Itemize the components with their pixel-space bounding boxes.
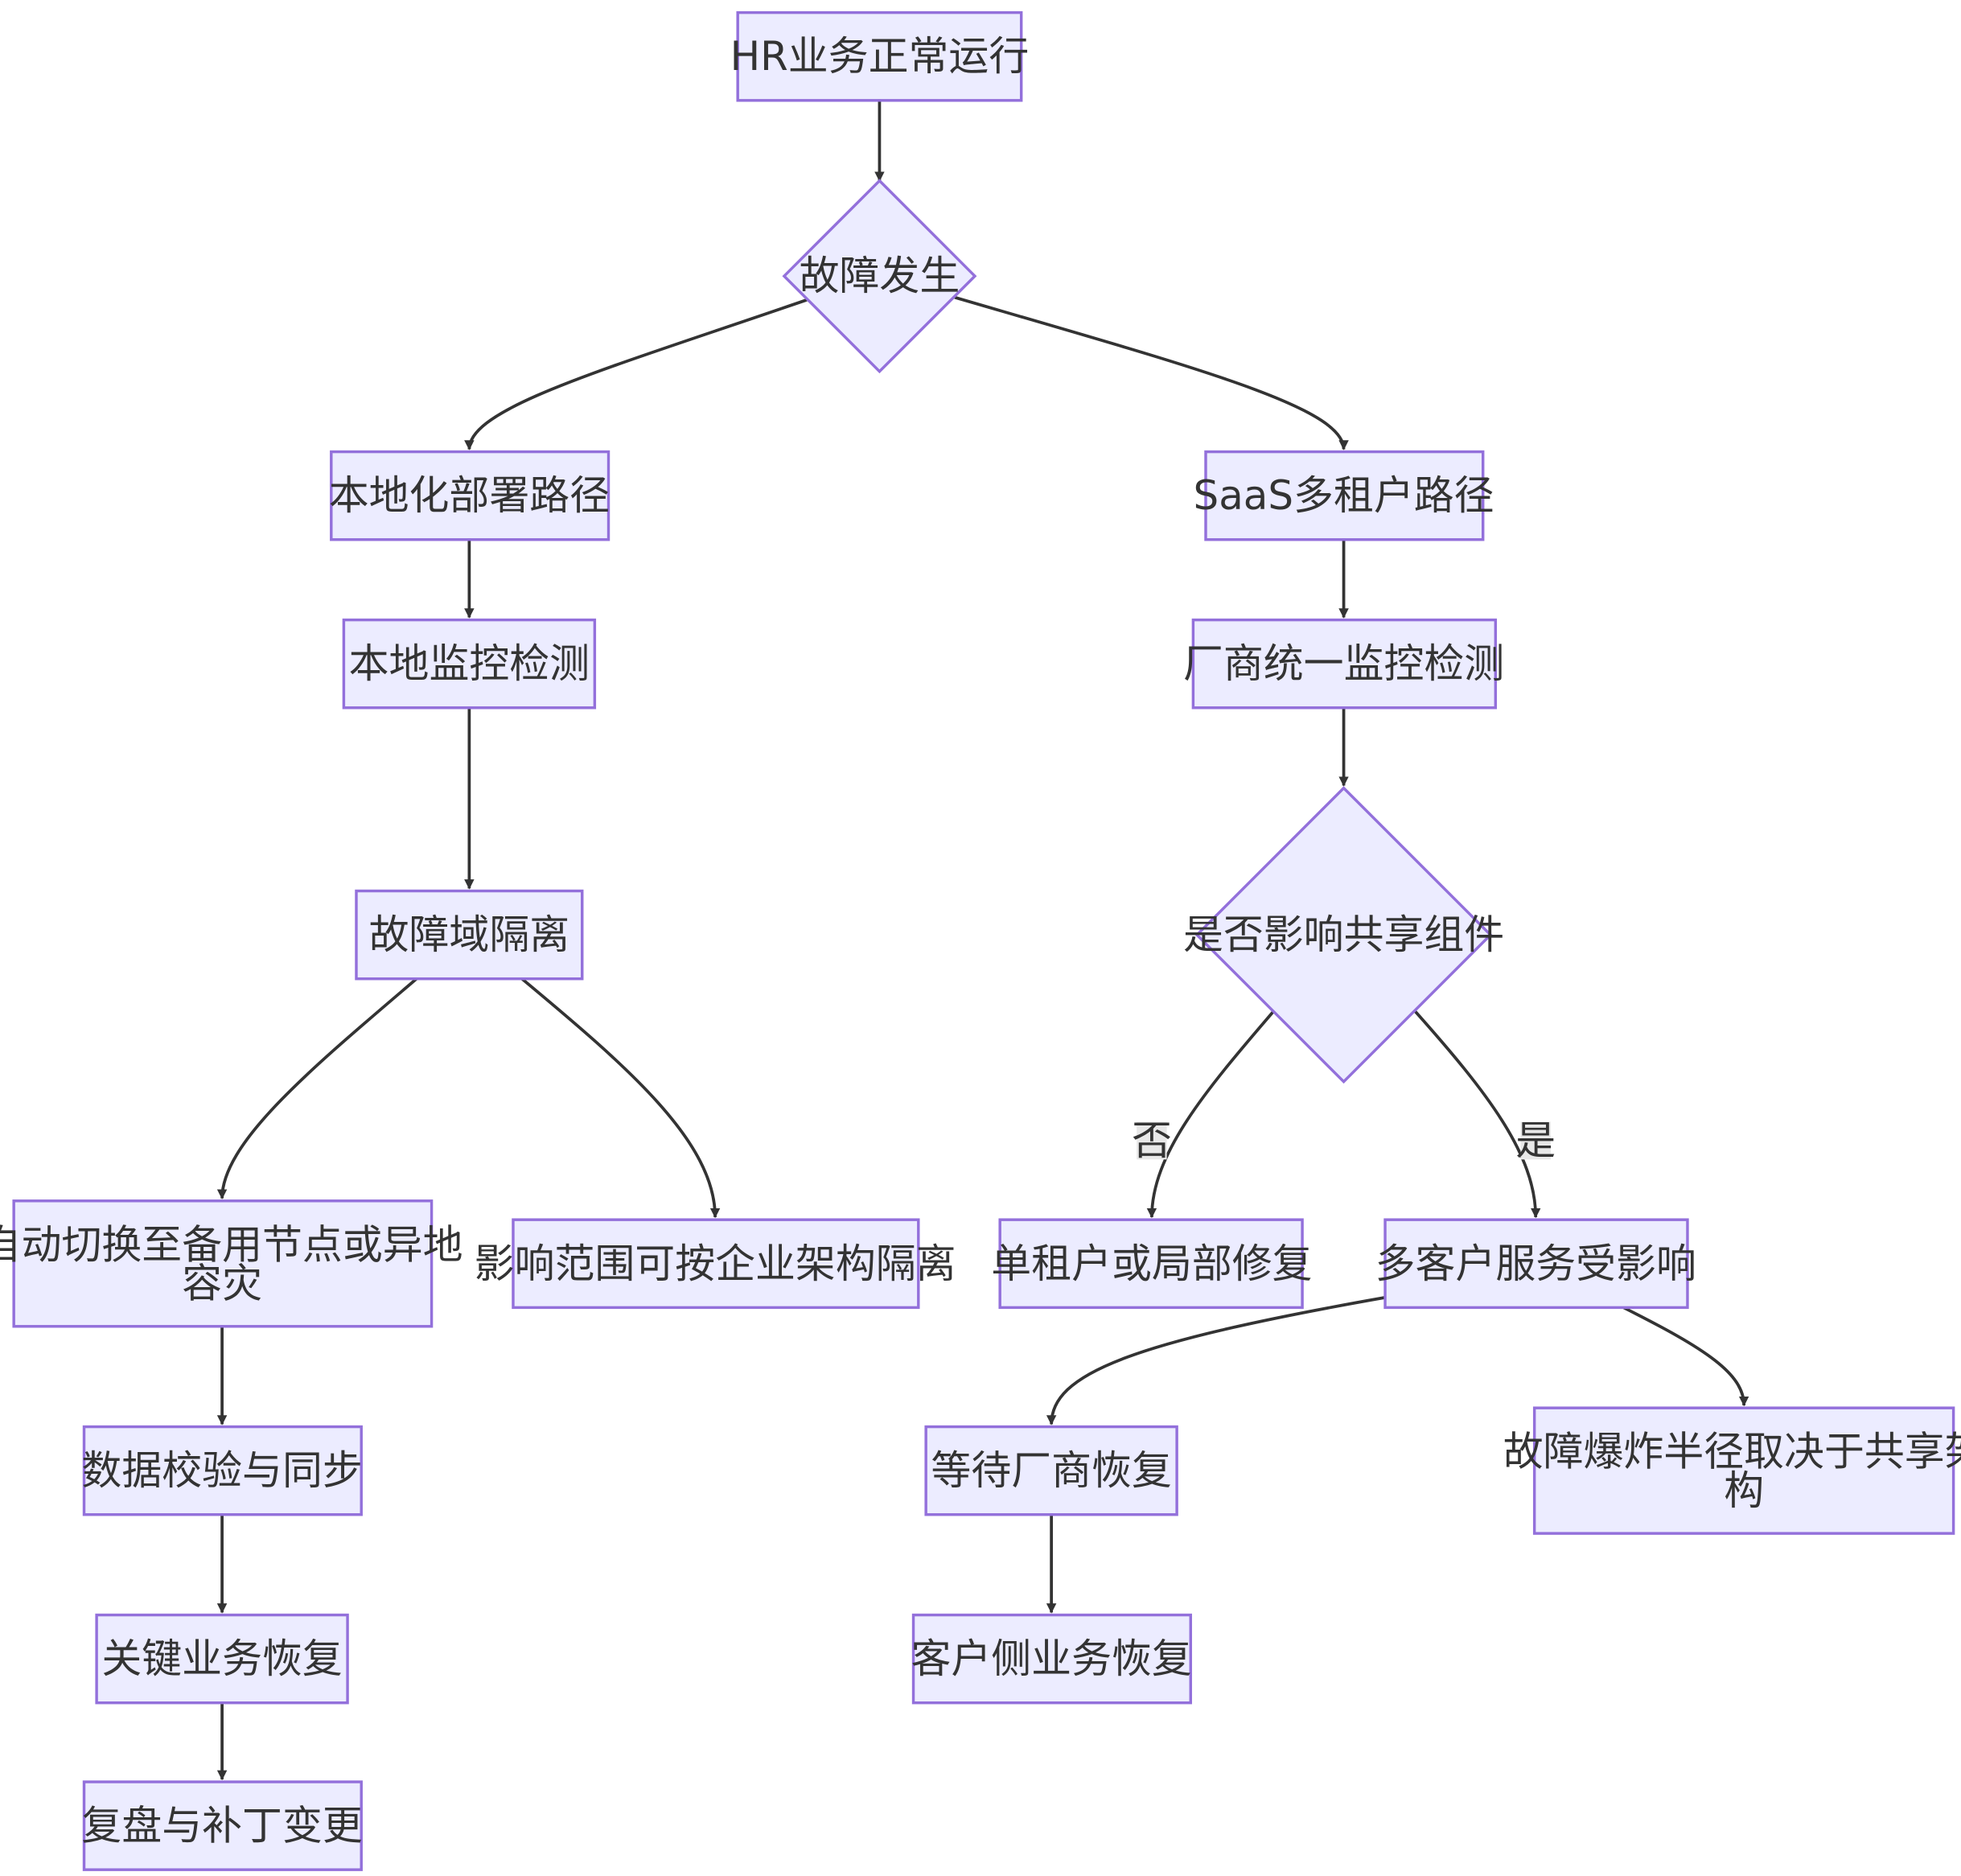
node-local-monitor: 本地监控检测 — [342, 618, 597, 710]
edge-isolation-to-scope-isolation — [520, 977, 721, 1219]
node-auto-switch-label-line1: 自动切换至备用节点或异地 — [0, 1221, 463, 1268]
node-local-path: 本地化部署路径 — [329, 450, 610, 541]
node-start: HR业务正常运行 — [730, 10, 1030, 102]
node-scope-isolation: 影响范围可按企业架构隔离 — [475, 1218, 956, 1310]
node-data-check: 数据校验与同步 — [81, 1425, 363, 1516]
node-wait-vendor-label: 等待厂商恢复 — [931, 1447, 1171, 1494]
node-vendor-monitor: 厂商统一监控检测 — [1183, 618, 1504, 710]
edge-multi-customer-to-wait-vendor — [1046, 1296, 1386, 1426]
node-vendor-monitor-label: 厂商统一监控检测 — [1183, 640, 1504, 687]
node-local-path-label: 本地化部署路径 — [329, 472, 610, 519]
node-review-patch: 复盘与补丁变更 — [81, 1780, 363, 1871]
edge-label-yes-text: 是 — [1515, 1117, 1556, 1164]
node-fault-isolation: 故障域隔离 — [355, 889, 584, 981]
node-blast-radius-label-line2: 构 — [1724, 1467, 1764, 1514]
node-wait-vendor: 等待厂商恢复 — [924, 1425, 1178, 1516]
edge-decision-to-single-tenant — [1146, 1010, 1275, 1219]
node-customer-recovery: 客户侧业务恢复 — [911, 1613, 1192, 1705]
node-auto-switch-label-line2: 容灾 — [182, 1261, 262, 1307]
node-shared-decision-label: 是否影响共享组件 — [1183, 911, 1504, 958]
node-blast-radius: 故障爆炸半径取决于共享架 构 — [1503, 1406, 1961, 1535]
node-data-check-label: 数据校验与同步 — [81, 1447, 362, 1494]
node-key-recovery-label: 关键业务恢复 — [101, 1635, 342, 1682]
node-review-patch-label: 复盘与补丁变更 — [81, 1803, 362, 1849]
node-start-label: HR业务正常运行 — [730, 33, 1030, 80]
node-fault-label: 故障发生 — [800, 253, 960, 299]
edge-fault-to-saas-path — [954, 295, 1349, 450]
node-single-tenant-fix-label: 单租户或局部修复 — [991, 1240, 1312, 1287]
edge-fault-to-local-path — [464, 298, 808, 450]
edge-multi-customer-to-blast-radius — [1622, 1306, 1749, 1407]
node-fault-decision: 故障发生 — [782, 179, 977, 374]
edge-isolation-to-auto-switch — [216, 977, 418, 1199]
node-multi-customer-impact-label: 多客户服务受影响 — [1375, 1240, 1696, 1287]
node-auto-switch: 自动切换至备用节点或异地 容灾 — [0, 1199, 463, 1328]
node-local-monitor-label: 本地监控检测 — [349, 640, 590, 687]
node-single-tenant-fix: 单租户或局部修复 — [991, 1218, 1313, 1310]
edge-decision-to-multi-customer — [1414, 1010, 1541, 1219]
node-shared-decision: 是否影响共享组件 — [1183, 786, 1504, 1084]
node-customer-recovery-label: 客户侧业务恢复 — [911, 1635, 1191, 1682]
edge-label-yes: 是 — [1515, 1117, 1556, 1164]
node-scope-isolation-label: 影响范围可按企业架构隔离 — [475, 1240, 956, 1287]
edge-label-no: 否 — [1132, 1117, 1172, 1164]
node-fault-isolation-label: 故障域隔离 — [369, 911, 570, 958]
node-key-recovery: 关键业务恢复 — [95, 1613, 349, 1705]
edge-label-no-text: 否 — [1132, 1117, 1172, 1164]
node-saas-path: SaaS多租户路径 — [1194, 450, 1494, 541]
node-multi-customer-impact: 多客户服务受影响 — [1375, 1218, 1696, 1310]
node-saas-path-label: SaaS多租户路径 — [1194, 472, 1494, 519]
node-blast-radius-label-line1: 故障爆炸半径取决于共享架 — [1503, 1429, 1961, 1475]
